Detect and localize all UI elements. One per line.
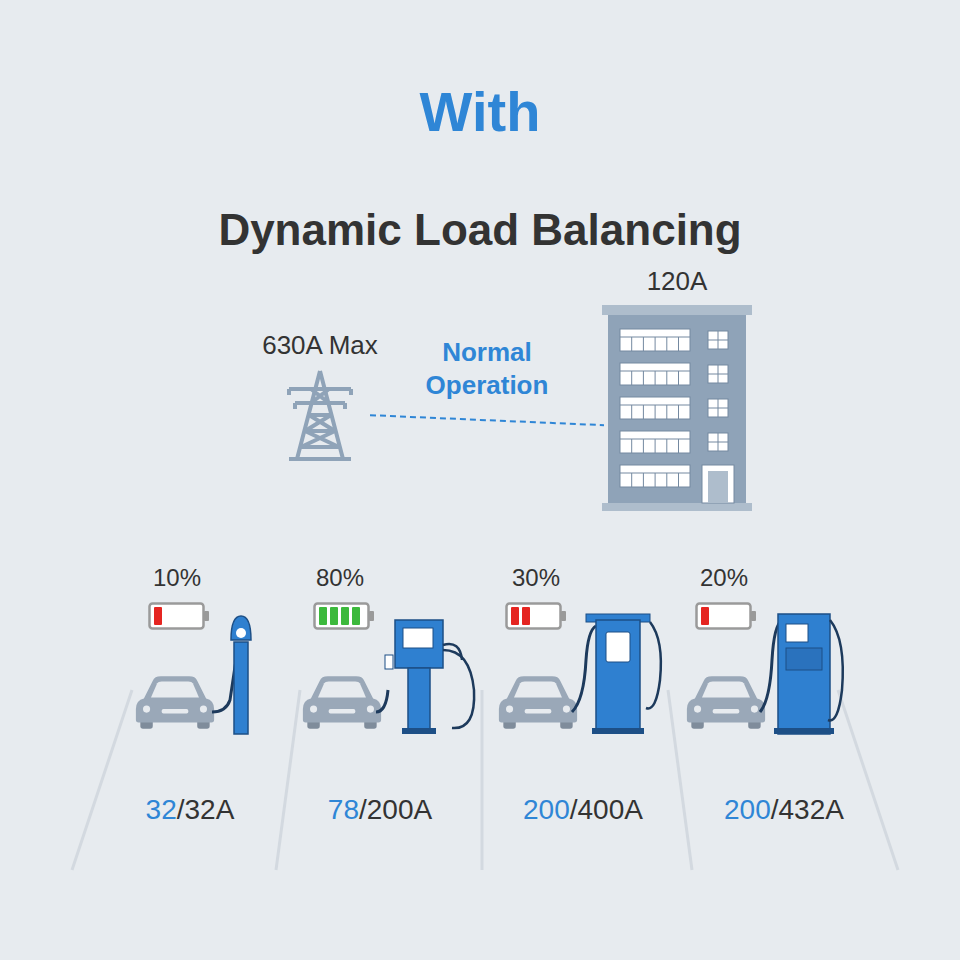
node-label: 630A Max <box>262 330 378 361</box>
current-reading: 200/400A <box>488 796 678 824</box>
building: 120A <box>592 266 762 513</box>
pylon-icon <box>285 369 355 461</box>
slot-4 <box>687 604 843 735</box>
slot-3 <box>499 604 661 735</box>
node-label: 120A <box>647 266 708 297</box>
charge-percent: 20% <box>674 566 774 590</box>
current-reading: 200/432A <box>689 796 879 824</box>
rated-current: /200A <box>359 794 432 825</box>
power-grid: 630A Max <box>240 330 400 461</box>
connection-label: Normal Operation <box>392 336 582 404</box>
building-icon <box>602 305 752 513</box>
rated-current: /400A <box>570 794 643 825</box>
allocated-current: 32 <box>146 794 177 825</box>
slot-1 <box>136 604 251 735</box>
title-prefix: With <box>0 84 960 140</box>
power-connection <box>370 415 604 425</box>
rated-current: /432A <box>771 794 844 825</box>
allocated-current: 200 <box>724 794 771 825</box>
allocated-current: 78 <box>328 794 359 825</box>
slot-2 <box>303 604 474 735</box>
charge-percent: 10% <box>127 566 227 590</box>
current-reading: 32/32A <box>95 796 285 824</box>
current-reading: 78/200A <box>285 796 475 824</box>
charge-percent: 30% <box>486 566 586 590</box>
allocated-current: 200 <box>523 794 570 825</box>
charge-percent: 80% <box>290 566 390 590</box>
rated-current: /32A <box>177 794 235 825</box>
diagram-title: Dynamic Load Balancing <box>0 208 960 252</box>
